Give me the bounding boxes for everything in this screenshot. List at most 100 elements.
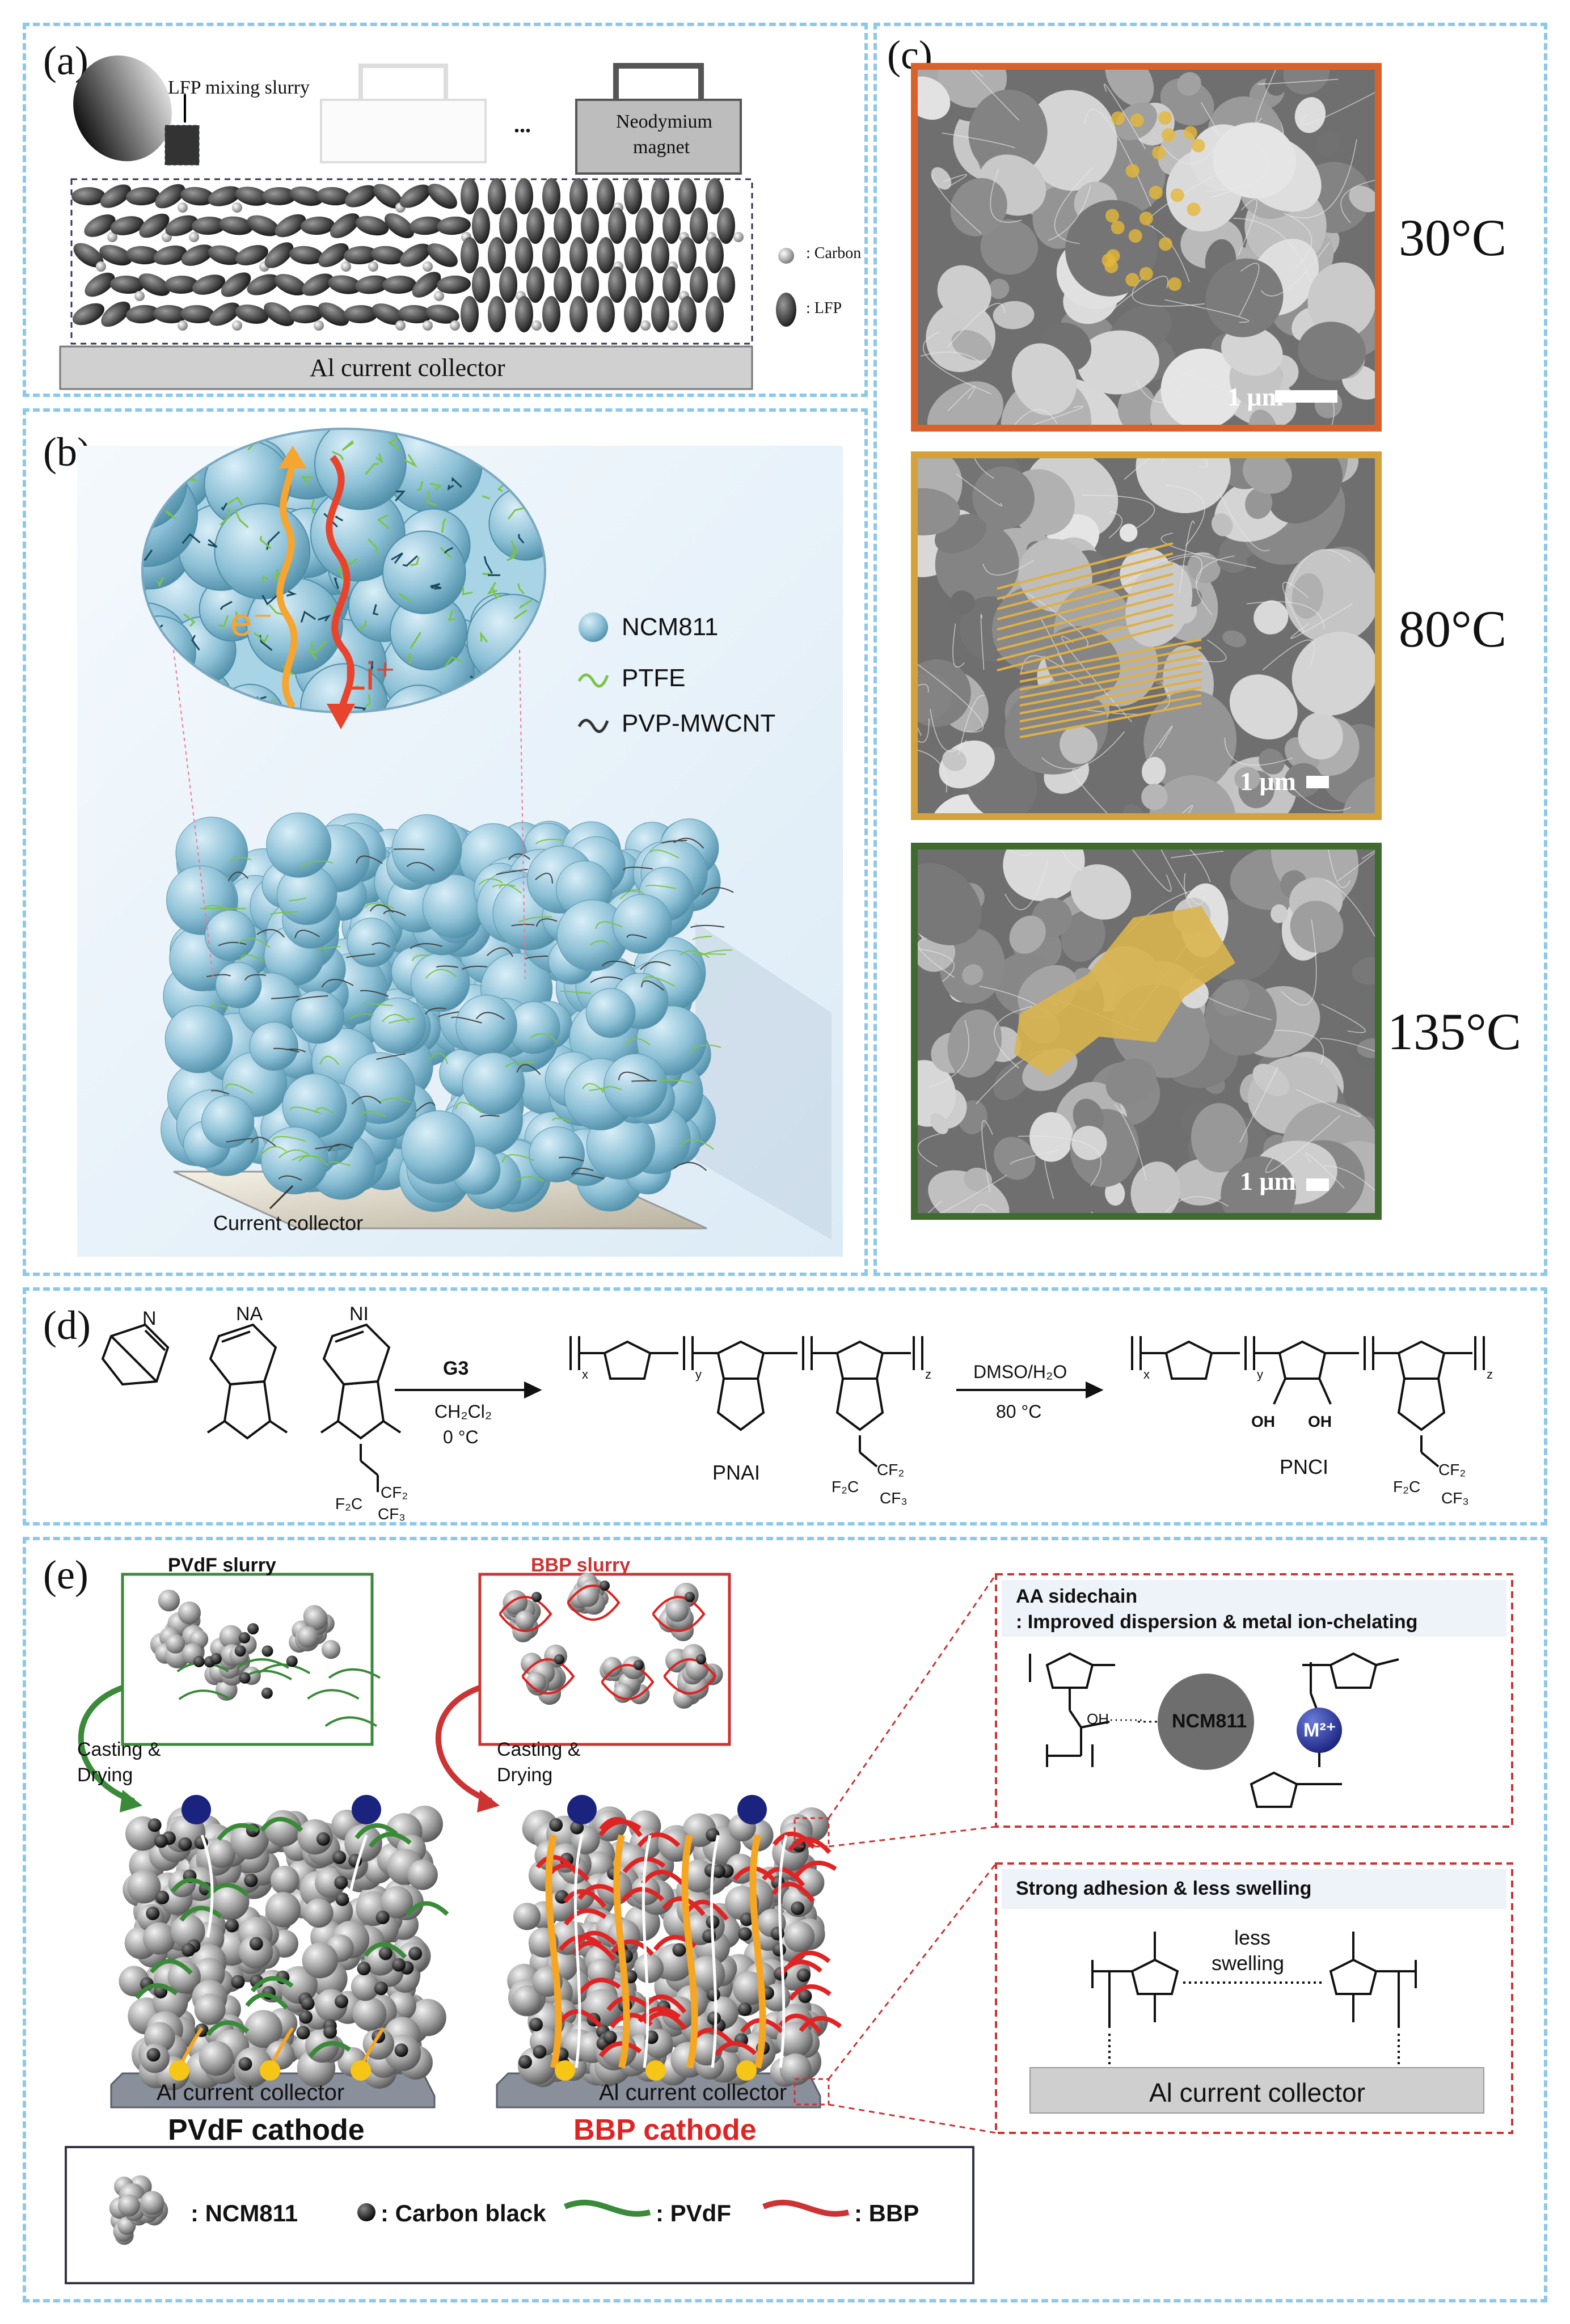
legend-pvdf-marker	[564, 2199, 651, 2217]
al-collector-a	[59, 345, 753, 390]
scale-135c: 1 μm	[1240, 1167, 1296, 1195]
swelling-label: swelling	[1212, 1951, 1285, 1975]
sub-x-1: x	[582, 1367, 588, 1381]
product1-label: PNAI	[712, 1461, 761, 1484]
pvdf-casting-label: Casting &	[77, 1739, 161, 1760]
bbp-slurry-label: BBP slurry	[531, 1554, 631, 1576]
box2-title: Strong adhesion & less swelling	[1016, 1878, 1312, 1899]
lfp-particles	[71, 178, 744, 332]
sub-z-2: z	[1487, 1367, 1493, 1381]
legend-pvp-label: PVP-MWCNT	[622, 709, 776, 737]
ncm811-circle	[1158, 1674, 1254, 1770]
electron-path	[276, 457, 298, 709]
bbp-collector-label: Al current collector	[599, 2080, 787, 2105]
panel-c: (c) 1 μm 30°C 1 μm 80°C 1 μm 135°C	[873, 23, 1547, 1276]
temp-135c: 135°C	[1387, 1003, 1522, 1060]
pnai-fluoro-3: CF₃	[880, 1489, 908, 1507]
metal-ion-label: M²⁺	[1303, 1719, 1336, 1741]
ncm811-block	[161, 812, 734, 1212]
product2-label: PNCI	[1280, 1455, 1329, 1478]
pnci-fluoro-2: F₂C	[1393, 1478, 1421, 1495]
pnci-fluoro-1: CF₂	[1438, 1461, 1466, 1478]
pnci-fluoro-3: CF₃	[1441, 1489, 1469, 1507]
ellipsis: ...	[514, 112, 531, 137]
legend-lfp-marker	[776, 293, 796, 327]
panel-b-diagram	[77, 428, 843, 1257]
legend-carbon-marker	[778, 248, 794, 264]
slurry-drop	[164, 125, 200, 166]
temp1-label: 0 °C	[443, 1427, 479, 1447]
pvdf-slurry-label: PVdF slurry	[168, 1554, 276, 1576]
panel-e: (e)	[23, 1537, 1547, 2302]
legend-box-e	[65, 2146, 974, 2284]
legend-ncm-label: NCM811	[622, 613, 719, 641]
legend-ncm-marker	[579, 612, 608, 642]
legend-bbp-marker	[762, 2199, 850, 2217]
scale-80c: 1 μm	[1240, 767, 1296, 796]
lithium-path	[326, 455, 355, 713]
polymer-pnci	[1131, 1336, 1485, 1468]
panel-a-label: (a)	[43, 38, 88, 83]
sub-y-2: y	[1257, 1367, 1263, 1381]
monomer-na-label: NA	[236, 1303, 263, 1325]
oh-label-1: OH	[1251, 1413, 1275, 1430]
current-collector-label-b: Current collector	[213, 1211, 364, 1235]
monomer-n-label: N	[142, 1308, 157, 1329]
bbp-arrow	[435, 1685, 492, 1804]
legend-ncm-marker	[109, 2175, 168, 2245]
box2-collector-label: Al current collector	[1149, 2078, 1365, 2107]
monomer-ni-label: NI	[349, 1303, 369, 1325]
temp-30c: 30°C	[1399, 209, 1507, 267]
magnet-ghost	[320, 99, 487, 163]
catalyst-label: G3	[443, 1358, 469, 1379]
box1-title: AA sidechain	[1016, 1586, 1138, 1607]
metal-ion	[1297, 1708, 1342, 1753]
legend-pvdf-label: : PVdF	[656, 2200, 731, 2226]
sem-texture-80c	[918, 458, 1375, 813]
panel-b: (b) e⁻ Li⁺ NCM811 PTFE PVP	[23, 408, 868, 1276]
legend-bbp-label: : BBP	[854, 2200, 919, 2226]
legend-carbon-label: : Carbon	[806, 244, 862, 262]
pnai-fluoro-2: F₂C	[832, 1478, 859, 1495]
electron-label: e⁻	[230, 600, 273, 644]
adhesion-polymer-structure	[1091, 1932, 1417, 2028]
box1-subtitle: : Improved dispersion & metal ion-chelat…	[1016, 1611, 1418, 1633]
neodymium-magnet	[575, 99, 742, 175]
polymer-pnai	[569, 1336, 923, 1468]
slurry-label: LFP mixing slurry	[168, 77, 310, 98]
monomer-n	[101, 1323, 170, 1386]
less-label: less	[1234, 1926, 1271, 1949]
legend-ncm-label-e: : NCM811	[191, 2200, 298, 2226]
temp-80c: 80°C	[1399, 600, 1507, 658]
sem-image-80c	[911, 451, 1382, 820]
panel-a: (a) LFP mixing slurry ... Neodymium magn…	[23, 23, 868, 397]
solvent-label: CH₂Cl₂	[434, 1401, 492, 1422]
panel-d-scheme	[101, 1323, 1485, 1492]
magnet-label-1: Neodymium	[616, 111, 712, 132]
scale-30c: 1 μm	[1227, 382, 1284, 411]
pvdf-arrow	[78, 1685, 135, 1804]
pvdf-drying-label: Drying	[77, 1764, 133, 1786]
legend-cb-label: : Carbon black	[381, 2200, 546, 2226]
pvdf-cathode-label: PVdF cathode	[168, 2114, 365, 2146]
oh-label-2: OH	[1308, 1413, 1332, 1430]
oh-dots-label: OH·······	[1087, 1710, 1143, 1727]
legend-ptfe-label: PTFE	[622, 664, 686, 692]
lithium-label: Li⁺	[344, 654, 396, 698]
temp2-label: 80 °C	[996, 1401, 1042, 1422]
magnet-label-2: magnet	[633, 137, 690, 158]
legend-ptfe-marker	[577, 673, 609, 688]
ni-fluoro-3: CF₃	[378, 1505, 406, 1523]
sem-image-30c	[911, 63, 1382, 432]
cond2-label: DMSO/H₂O	[973, 1362, 1067, 1382]
sub-z-1: z	[925, 1367, 931, 1381]
legend-pvp-marker	[577, 719, 609, 733]
bbp-drying-label: Drying	[497, 1764, 553, 1786]
panel-d: (d)	[23, 1287, 1547, 1526]
legend-cb-marker	[357, 2203, 375, 2221]
ni-fluoro-1: CF₂	[381, 1484, 408, 1501]
ncm811-circle-label: NCM811	[1172, 1710, 1247, 1732]
sem-texture-135c	[918, 850, 1375, 1213]
box2-collector	[1029, 2067, 1484, 2114]
al-collector-label-a: Al current collector	[310, 354, 505, 382]
